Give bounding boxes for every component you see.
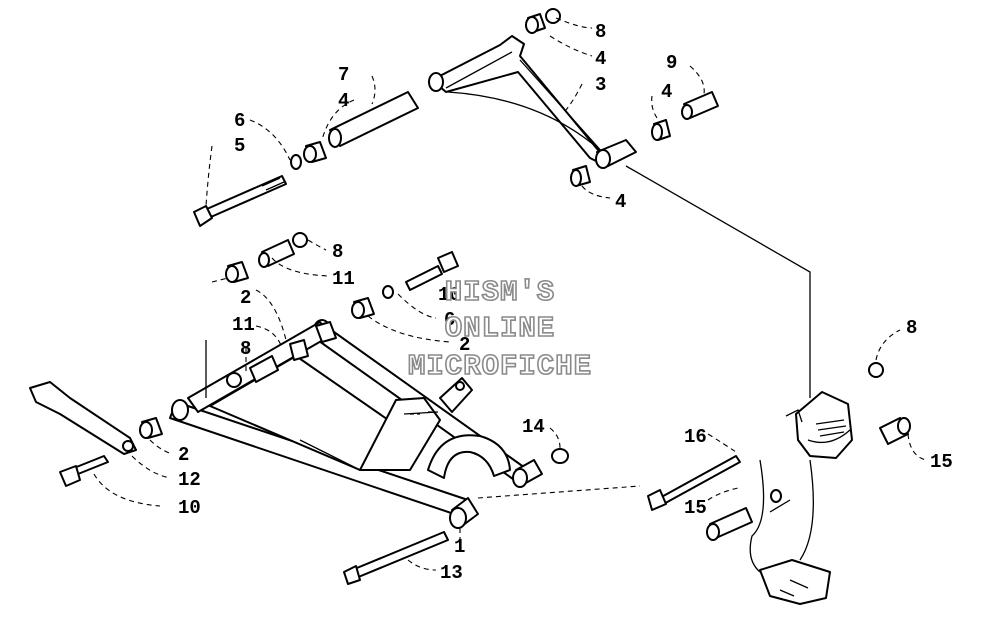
callout-6-mid: 6: [444, 309, 455, 331]
steering-knuckle: [647, 362, 911, 605]
callout-9: 9: [666, 52, 677, 74]
callout-labels: 8 4 7 4 3 9 4 6 5 4 8 11 2 10 6 2 11 8 8…: [178, 21, 953, 584]
callout-4-sleeve: 4: [338, 90, 349, 112]
lower-hardware: [29, 232, 569, 585]
callout-8-top: 8: [595, 21, 606, 43]
upper-a-arm: [428, 35, 637, 169]
callout-1: 1: [454, 536, 465, 558]
upper-hardware: [193, 8, 719, 227]
callout-16: 16: [684, 426, 707, 448]
callout-2-mid: 2: [459, 334, 470, 356]
callout-15-right: 15: [930, 451, 953, 473]
callout-10-mid: 10: [438, 284, 461, 306]
callout-4-right: 4: [661, 81, 672, 103]
callout-12: 12: [178, 469, 201, 491]
callout-15-lower: 15: [684, 497, 707, 519]
callout-7: 7: [338, 64, 349, 86]
callout-10-lower: 10: [178, 497, 201, 519]
watermark-line-3: MICROFICHE: [408, 350, 592, 383]
callout-8-left: 8: [240, 338, 251, 360]
callout-8-right: 8: [906, 317, 917, 339]
callout-2-left: 2: [240, 287, 251, 309]
watermark: HISM'S ONLINE MICROFICHE: [407, 275, 592, 384]
callout-13: 13: [440, 562, 463, 584]
callout-3: 3: [595, 74, 606, 96]
callout-8-mid: 8: [332, 241, 343, 263]
callout-leaders: [93, 17, 927, 571]
callout-5: 5: [234, 135, 245, 157]
watermark-line-1: HISM'S: [445, 276, 555, 309]
callout-11-lower: 11: [232, 314, 255, 336]
callout-14: 14: [522, 416, 545, 438]
callout-2-lower: 2: [178, 444, 189, 466]
assembly-lines: [205, 165, 811, 499]
callout-4-top: 4: [595, 48, 606, 70]
callout-4-lower: 4: [615, 191, 626, 213]
callout-6-top: 6: [234, 110, 245, 132]
callout-11-top: 11: [332, 268, 355, 290]
watermark-line-2: ONLINE: [445, 312, 555, 345]
